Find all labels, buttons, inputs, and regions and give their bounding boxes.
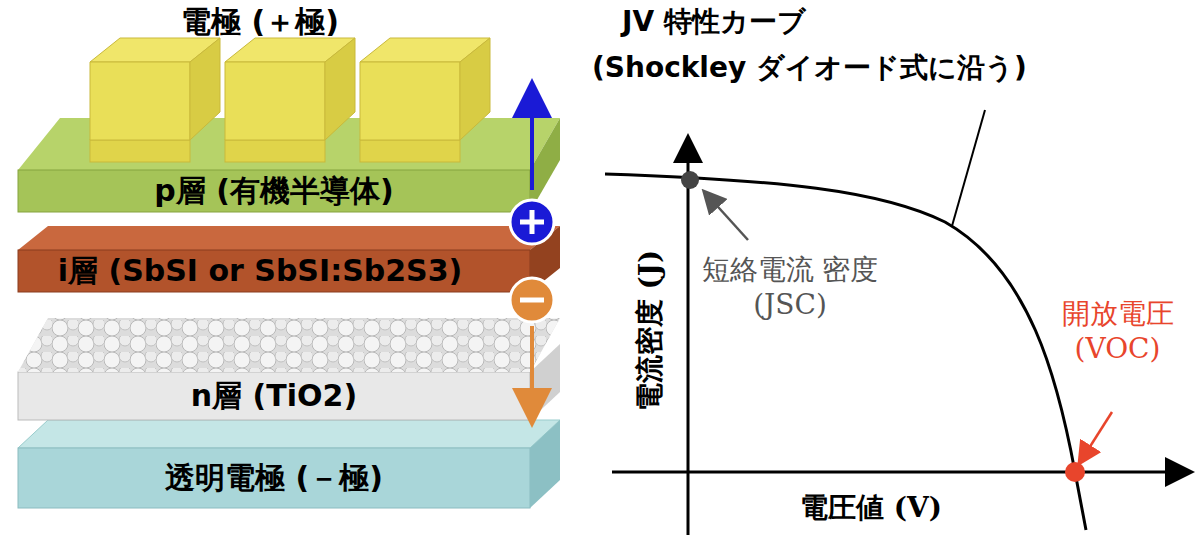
voc-dot (1065, 462, 1085, 482)
jsc-arrow (710, 198, 748, 240)
absorber-slab (18, 226, 560, 292)
jsc-label: 短絡電流 密度 (JSC) (700, 252, 880, 322)
voc-label: 開放電圧 (VOC) (1040, 296, 1195, 366)
electrode-label: 電極 (＋極) (20, 0, 500, 44)
voc-arrow (1084, 412, 1112, 456)
transparent-electrode: 透明電極 (－極) (18, 448, 530, 508)
chart-title: JV 特性カーブ (622, 4, 1182, 39)
electrode-label-text: 電極 (＋極) (181, 2, 339, 43)
electron-charge (510, 278, 554, 322)
p-layer: p層 (有機半導体) (18, 170, 530, 212)
leader-line (952, 110, 985, 226)
n-layer: n層 (TiO2) (18, 372, 530, 420)
hole-charge (510, 200, 554, 244)
tio2-slab (18, 318, 560, 420)
plus-sign (520, 210, 544, 234)
chart-subtitle: (Shockley ダイオード式に沿う) (592, 50, 1192, 85)
n-layer-text: n層 (TiO2) (191, 376, 357, 417)
y-axis-label: 電流密度 (J) (633, 249, 668, 411)
y-axis (687, 148, 690, 535)
x-axis-label: 電圧値 (V) (800, 490, 1100, 525)
electron-arrow (530, 326, 534, 408)
jv-curve (605, 174, 1086, 530)
electrode-pads (90, 38, 490, 162)
hole-arrow (530, 98, 534, 190)
minus-sign (520, 298, 544, 303)
transparent-electrode-text: 透明電極 (－極) (165, 458, 383, 499)
x-axis (612, 471, 1180, 474)
transparent-electrode-slab (18, 420, 560, 508)
p-layer-text: p層 (有機半導体) (154, 171, 393, 212)
i-layer-text: i層 (SbSI or SbSI:Sb2S3) (58, 251, 463, 292)
jsc-dot (681, 171, 699, 189)
i-layer: i層 (SbSI or SbSI:Sb2S3) (10, 250, 510, 292)
